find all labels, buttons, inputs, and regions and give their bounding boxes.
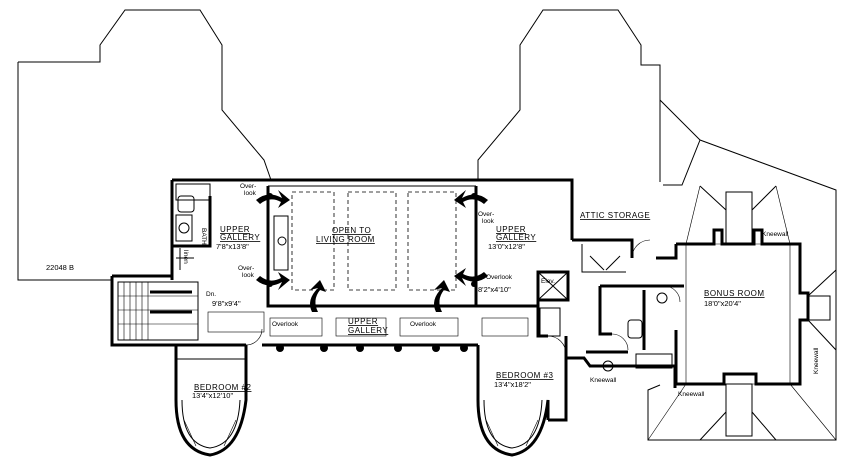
overlook-arrows <box>256 190 488 312</box>
upper-gallery-bottom-name-2: GALLERY <box>348 326 388 335</box>
landing-dims: 9'8"x9'4" <box>212 299 241 308</box>
overlook-b1: Overlook <box>272 321 299 328</box>
kneewall-top: Kneewall <box>762 231 789 238</box>
linen-label: linen <box>182 250 189 264</box>
overlook-tl-1: Over- <box>240 183 256 190</box>
open-to-living-name-1: OPEN TO <box>332 226 371 235</box>
right-gallery <box>476 244 626 308</box>
upper-gallery-right-name-2: GALLERY <box>496 233 536 242</box>
bonus-room-dims: 18'0"x20'4" <box>704 299 741 308</box>
bedroom-3-name: BEDROOM #3 <box>496 371 554 380</box>
kneewall-bottom-2: Kneewall <box>678 391 705 398</box>
upper-gallery-right-dims: 13'0"x12'8" <box>488 242 525 251</box>
bath-label: BATH <box>200 228 207 245</box>
overlook-tr-2: look <box>482 218 495 225</box>
roof-outline <box>17 9 837 441</box>
attic-storage-label: ATTIC STORAGE <box>580 211 650 220</box>
right-bath-fixtures <box>539 292 673 372</box>
kneewall-right: Kneewall <box>813 347 820 374</box>
overlook-tr-1: Over- <box>478 211 494 218</box>
open-to-living-name-2: LIVING ROOM <box>316 235 375 244</box>
bedroom-2-dims: 13'4"x12'10" <box>192 391 233 400</box>
dn-label: Dn. <box>206 291 216 298</box>
left-wing <box>117 183 265 341</box>
bonus-room-name: BONUS ROOM <box>704 289 765 298</box>
overlook-bl-1: Over- <box>238 265 254 272</box>
overlook-bl-2: look <box>242 272 255 279</box>
upper-gallery-left-dims: 7'8"x13'8" <box>216 242 249 251</box>
overlook-tl-2: look <box>244 190 257 197</box>
elevator-label: Elev. <box>541 278 555 285</box>
kneewall-bottom-1: Kneewall <box>590 377 617 384</box>
upper-gallery-left-name-1: UPPER <box>220 225 250 234</box>
overlook-b2: Overlook <box>410 321 437 328</box>
plan-id-label: 22048 B <box>46 263 74 272</box>
bedroom-3-bay <box>476 345 550 457</box>
gallery-8-2-dims: 8'2"x4'10" <box>478 285 511 294</box>
door-swings <box>245 239 681 355</box>
bedroom-2-name: BEDROOM #2 <box>194 383 252 392</box>
upper-gallery-right-name-1: UPPER <box>496 225 526 234</box>
bonus-room-walls <box>586 228 810 386</box>
overlook-labels: Over- look Over- look Over- look Overloo… <box>238 183 513 328</box>
bedroom-3-dims: 13'4"x18'2" <box>494 380 531 389</box>
kneewall-labels: Kneewall Kneewall Kneewall Kneewall <box>590 231 820 398</box>
overlook-mr: Overlook <box>486 274 513 281</box>
upper-gallery-left-name-2: GALLERY <box>220 233 260 242</box>
upper-gallery-bottom-name-1: UPPER <box>348 317 378 326</box>
room-labels: 22048 B UPPER GALLERY 7'8"x13'8" OPEN TO… <box>46 211 765 400</box>
open-to-living <box>266 185 529 337</box>
dormers <box>647 185 837 441</box>
bedroom-2-bay <box>174 344 248 457</box>
